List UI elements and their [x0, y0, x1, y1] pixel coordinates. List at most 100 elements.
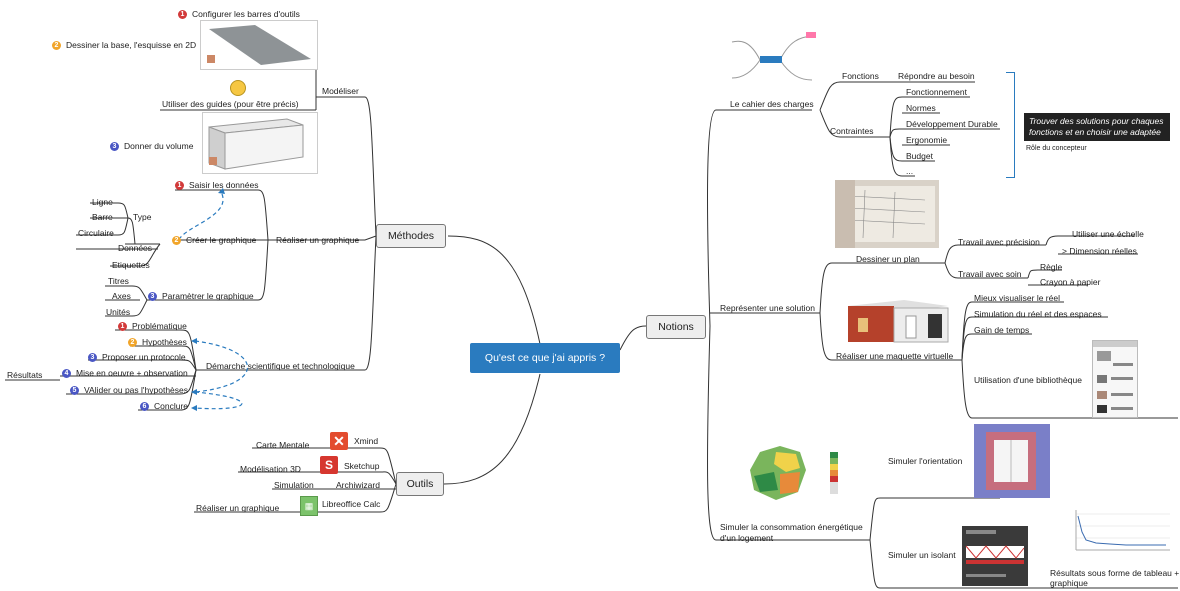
node-gain[interactable]: Gain de temps	[974, 325, 1030, 335]
results-chart-image	[1066, 504, 1172, 556]
node-libreoffice[interactable]: Libreoffice Calc	[322, 499, 381, 509]
node-ligne[interactable]: Ligne	[92, 197, 113, 207]
conclure-label: Conclure	[154, 401, 189, 411]
node-budget[interactable]: Budget	[906, 151, 933, 161]
bibliotheque-panel-image	[1092, 340, 1138, 418]
number-3-icon: 3	[88, 353, 97, 363]
node-developpement[interactable]: Développement Durable	[906, 119, 998, 129]
node-sketchup[interactable]: Sketchup	[344, 461, 380, 471]
node-contraintes[interactable]: Contraintes	[830, 126, 874, 136]
node-representer[interactable]: Représenter une solution	[720, 303, 815, 313]
node-modelisation[interactable]: Modélisation 3D	[240, 464, 301, 474]
plan-photo-image	[835, 180, 939, 248]
number-3-icon: 3	[148, 292, 157, 302]
node-visualiser[interactable]: Mieux visualiser le réel	[974, 293, 1060, 303]
number-5-icon: 5	[70, 386, 79, 396]
node-regle[interactable]: Règle	[1040, 262, 1063, 272]
number-4-icon: 4	[62, 369, 71, 379]
node-realiser-graphique[interactable]: Réaliser un graphique	[276, 235, 360, 245]
hypotheses-label: Hypothèses	[142, 337, 187, 347]
node-barre[interactable]: Barre	[92, 212, 113, 222]
configurer-label: Configurer les barres d'outils	[192, 9, 300, 19]
pencil-guide-icon	[230, 80, 246, 96]
number-1-icon: 1	[175, 181, 184, 191]
callout-concepteur[interactable]: Trouver des solutions pour chaques fonct…	[1024, 113, 1170, 141]
node-guides[interactable]: Utiliser des guides (pour être précis)	[162, 99, 299, 109]
dashed-valider-conclure	[194, 391, 243, 410]
dessiner-label: Dessiner la base, l'esquisse en 2D	[66, 40, 197, 50]
node-notions[interactable]: Notions	[646, 315, 706, 339]
node-simulation[interactable]: Simulation	[274, 480, 314, 490]
node-axes[interactable]: Axes	[112, 291, 131, 301]
node-hypotheses[interactable]: 2 Hypothèses	[128, 337, 187, 348]
dashed-hypotheses-valider	[194, 340, 249, 393]
central-topic[interactable]: Qu'est ce que j'ai appris ?	[470, 343, 620, 373]
problematique-label: Problématique	[132, 321, 187, 331]
node-maquette[interactable]: Réaliser une maquette virtuelle	[836, 351, 954, 361]
node-bibliotheque[interactable]: Utilisation d'une bibliothèque	[974, 375, 1082, 385]
node-demarche[interactable]: Démarche scientifique et technologique	[206, 361, 355, 371]
number-2-icon: 2	[52, 41, 61, 51]
xmind-icon: ✕	[330, 432, 348, 450]
cahier-mindmap-image	[720, 30, 820, 88]
node-parametrer[interactable]: 3 Paramètrer le graphique	[148, 291, 254, 302]
volume-label: Donner du volume	[124, 141, 194, 151]
node-plan[interactable]: Dessiner un plan	[856, 254, 920, 264]
node-ergonomie[interactable]: Ergonomie	[906, 135, 948, 145]
node-simu-espaces[interactable]: Simulation du réel et des espaces	[974, 309, 1102, 319]
node-soin[interactable]: Travail avec soin	[958, 269, 1022, 279]
node-archiwizard[interactable]: Archiwizard	[336, 480, 380, 490]
node-fonctions[interactable]: Fonctions	[842, 71, 879, 81]
node-cahier[interactable]: Le cahier des charges	[730, 99, 814, 109]
node-simuler[interactable]: Simuler la consommation énergétique d'un…	[720, 522, 863, 543]
node-dessiner[interactable]: 2 Dessiner la base, l'esquisse en 2D	[52, 40, 196, 51]
parametrer-label: Paramètrer le graphique	[162, 291, 254, 301]
node-saisir[interactable]: 1 Saisir les données	[175, 180, 258, 191]
node-orientation[interactable]: Simuler l'orientation	[888, 456, 963, 466]
node-outils[interactable]: Outils	[396, 472, 444, 496]
node-titres[interactable]: Titres	[108, 276, 129, 286]
number-2-icon: 2	[128, 338, 137, 348]
node-fonctionnement[interactable]: Fonctionnement	[906, 87, 967, 97]
orientation-render-image	[974, 424, 1050, 498]
node-protocole[interactable]: 3 Proposer un protocole	[88, 352, 186, 363]
node-donnees[interactable]: Données	[118, 243, 153, 253]
node-echelle[interactable]: Utiliser une échelle	[1072, 229, 1144, 239]
node-circulaire[interactable]: Circulaire	[78, 228, 114, 238]
node-repondre[interactable]: Répondre au besoin	[898, 71, 975, 81]
connector-outils	[443, 373, 541, 485]
node-type[interactable]: Type	[133, 212, 152, 222]
isolant-panel-image	[962, 526, 1028, 586]
node-isolant[interactable]: Simuler un isolant	[888, 550, 956, 560]
node-precision[interactable]: Travail avec précision	[958, 237, 1040, 247]
protocole-label: Proposer un protocole	[102, 352, 186, 362]
node-etiquettes[interactable]: Etiquettes	[112, 260, 150, 270]
node-xmind[interactable]: Xmind	[354, 436, 379, 446]
role-concepteur: Rôle du concepteur	[1026, 145, 1087, 152]
node-realiser-graphique-outil[interactable]: Réaliser un graphique	[196, 503, 280, 513]
france-consumption-map-image	[740, 442, 848, 506]
saisir-label: Saisir les données	[189, 180, 259, 190]
sketch-2d-image	[200, 20, 318, 70]
node-unites[interactable]: Unités	[106, 307, 131, 317]
node-resultats[interactable]: Résultats	[7, 370, 43, 380]
node-methodes[interactable]: Méthodes	[376, 224, 446, 248]
node-ellipsis[interactable]: ...	[906, 166, 914, 176]
node-resultats-tableau[interactable]: Résultats sous forme de tableau + graphi…	[1050, 568, 1180, 588]
node-dimension[interactable]: > Dimension réelles	[1062, 246, 1137, 256]
node-carte-mentale[interactable]: Carte Mentale	[256, 440, 310, 450]
number-2-icon: 2	[172, 236, 181, 246]
number-1-icon: 1	[178, 10, 187, 20]
node-normes[interactable]: Normes	[906, 103, 936, 113]
connector-methodes	[447, 235, 541, 345]
node-crayon[interactable]: Crayon à papier	[1040, 277, 1101, 287]
node-modeliser[interactable]: Modéliser	[322, 86, 359, 96]
node-configurer[interactable]: 1 Configurer les barres d'outils	[178, 9, 300, 20]
